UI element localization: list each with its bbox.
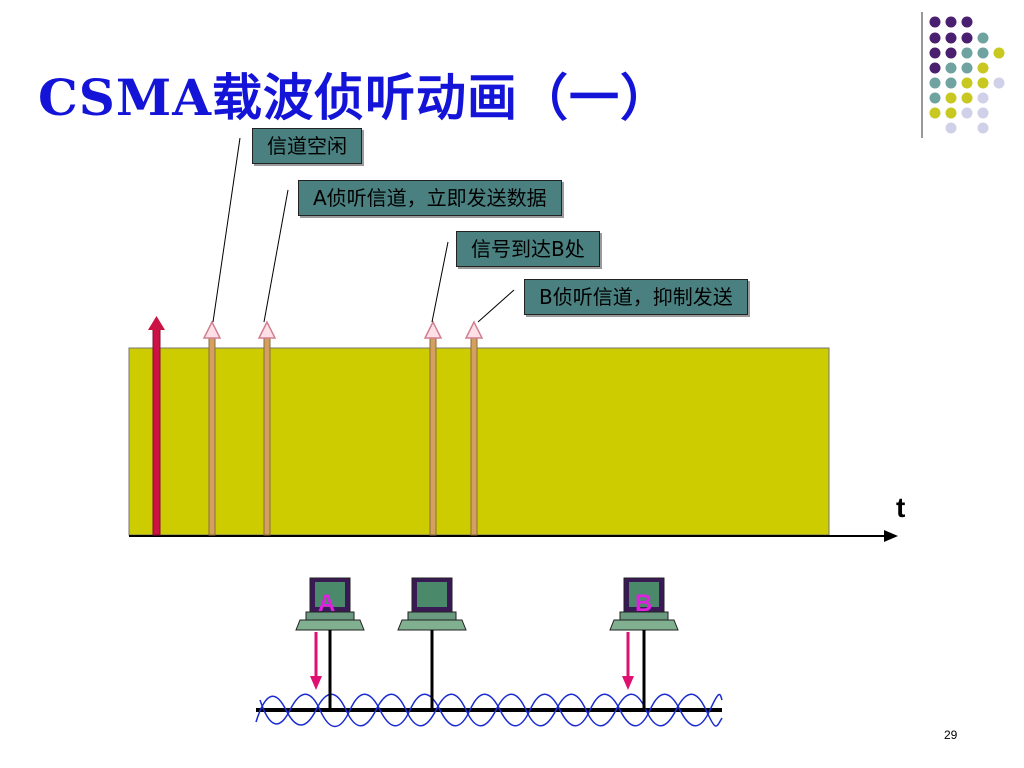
marker-signal-arrive — [423, 320, 443, 536]
node-label-b: B — [635, 590, 653, 617]
marker-a-listen — [257, 320, 277, 536]
leader-idle — [212, 137, 241, 323]
node-label-a: A — [318, 590, 336, 617]
signal-wave-1 — [255, 693, 723, 727]
signal-wave-2 — [259, 693, 723, 728]
page-number: 29 — [944, 728, 958, 742]
callout-signal-arrive: 信号到达B处 — [456, 231, 600, 267]
computer-middle-icon — [397, 577, 467, 631]
leader-a-listen — [263, 189, 289, 323]
computer-a-icon — [295, 577, 365, 631]
listen-arrow-a — [310, 632, 322, 690]
marker-channel-idle — [202, 320, 222, 536]
marker-start — [148, 316, 165, 536]
leader-arrive — [431, 241, 449, 323]
channel-block — [128, 347, 830, 536]
computer-b-icon — [609, 577, 679, 631]
marker-b-listen — [464, 320, 484, 536]
callout-b-listen: B侦听信道，抑制发送 — [524, 279, 748, 315]
time-axis-label: t — [896, 492, 906, 523]
decorative-dot-grid — [929, 16, 1005, 134]
callout-channel-idle: 信道空闲 — [252, 128, 362, 164]
listen-arrow-b — [622, 632, 634, 690]
leader-b-listen — [477, 289, 515, 323]
time-axis-arrowhead — [884, 530, 898, 542]
page-title: CSMA载波侦听动画（一） — [38, 68, 672, 127]
callout-a-listen: A侦听信道，立即发送数据 — [298, 180, 562, 216]
